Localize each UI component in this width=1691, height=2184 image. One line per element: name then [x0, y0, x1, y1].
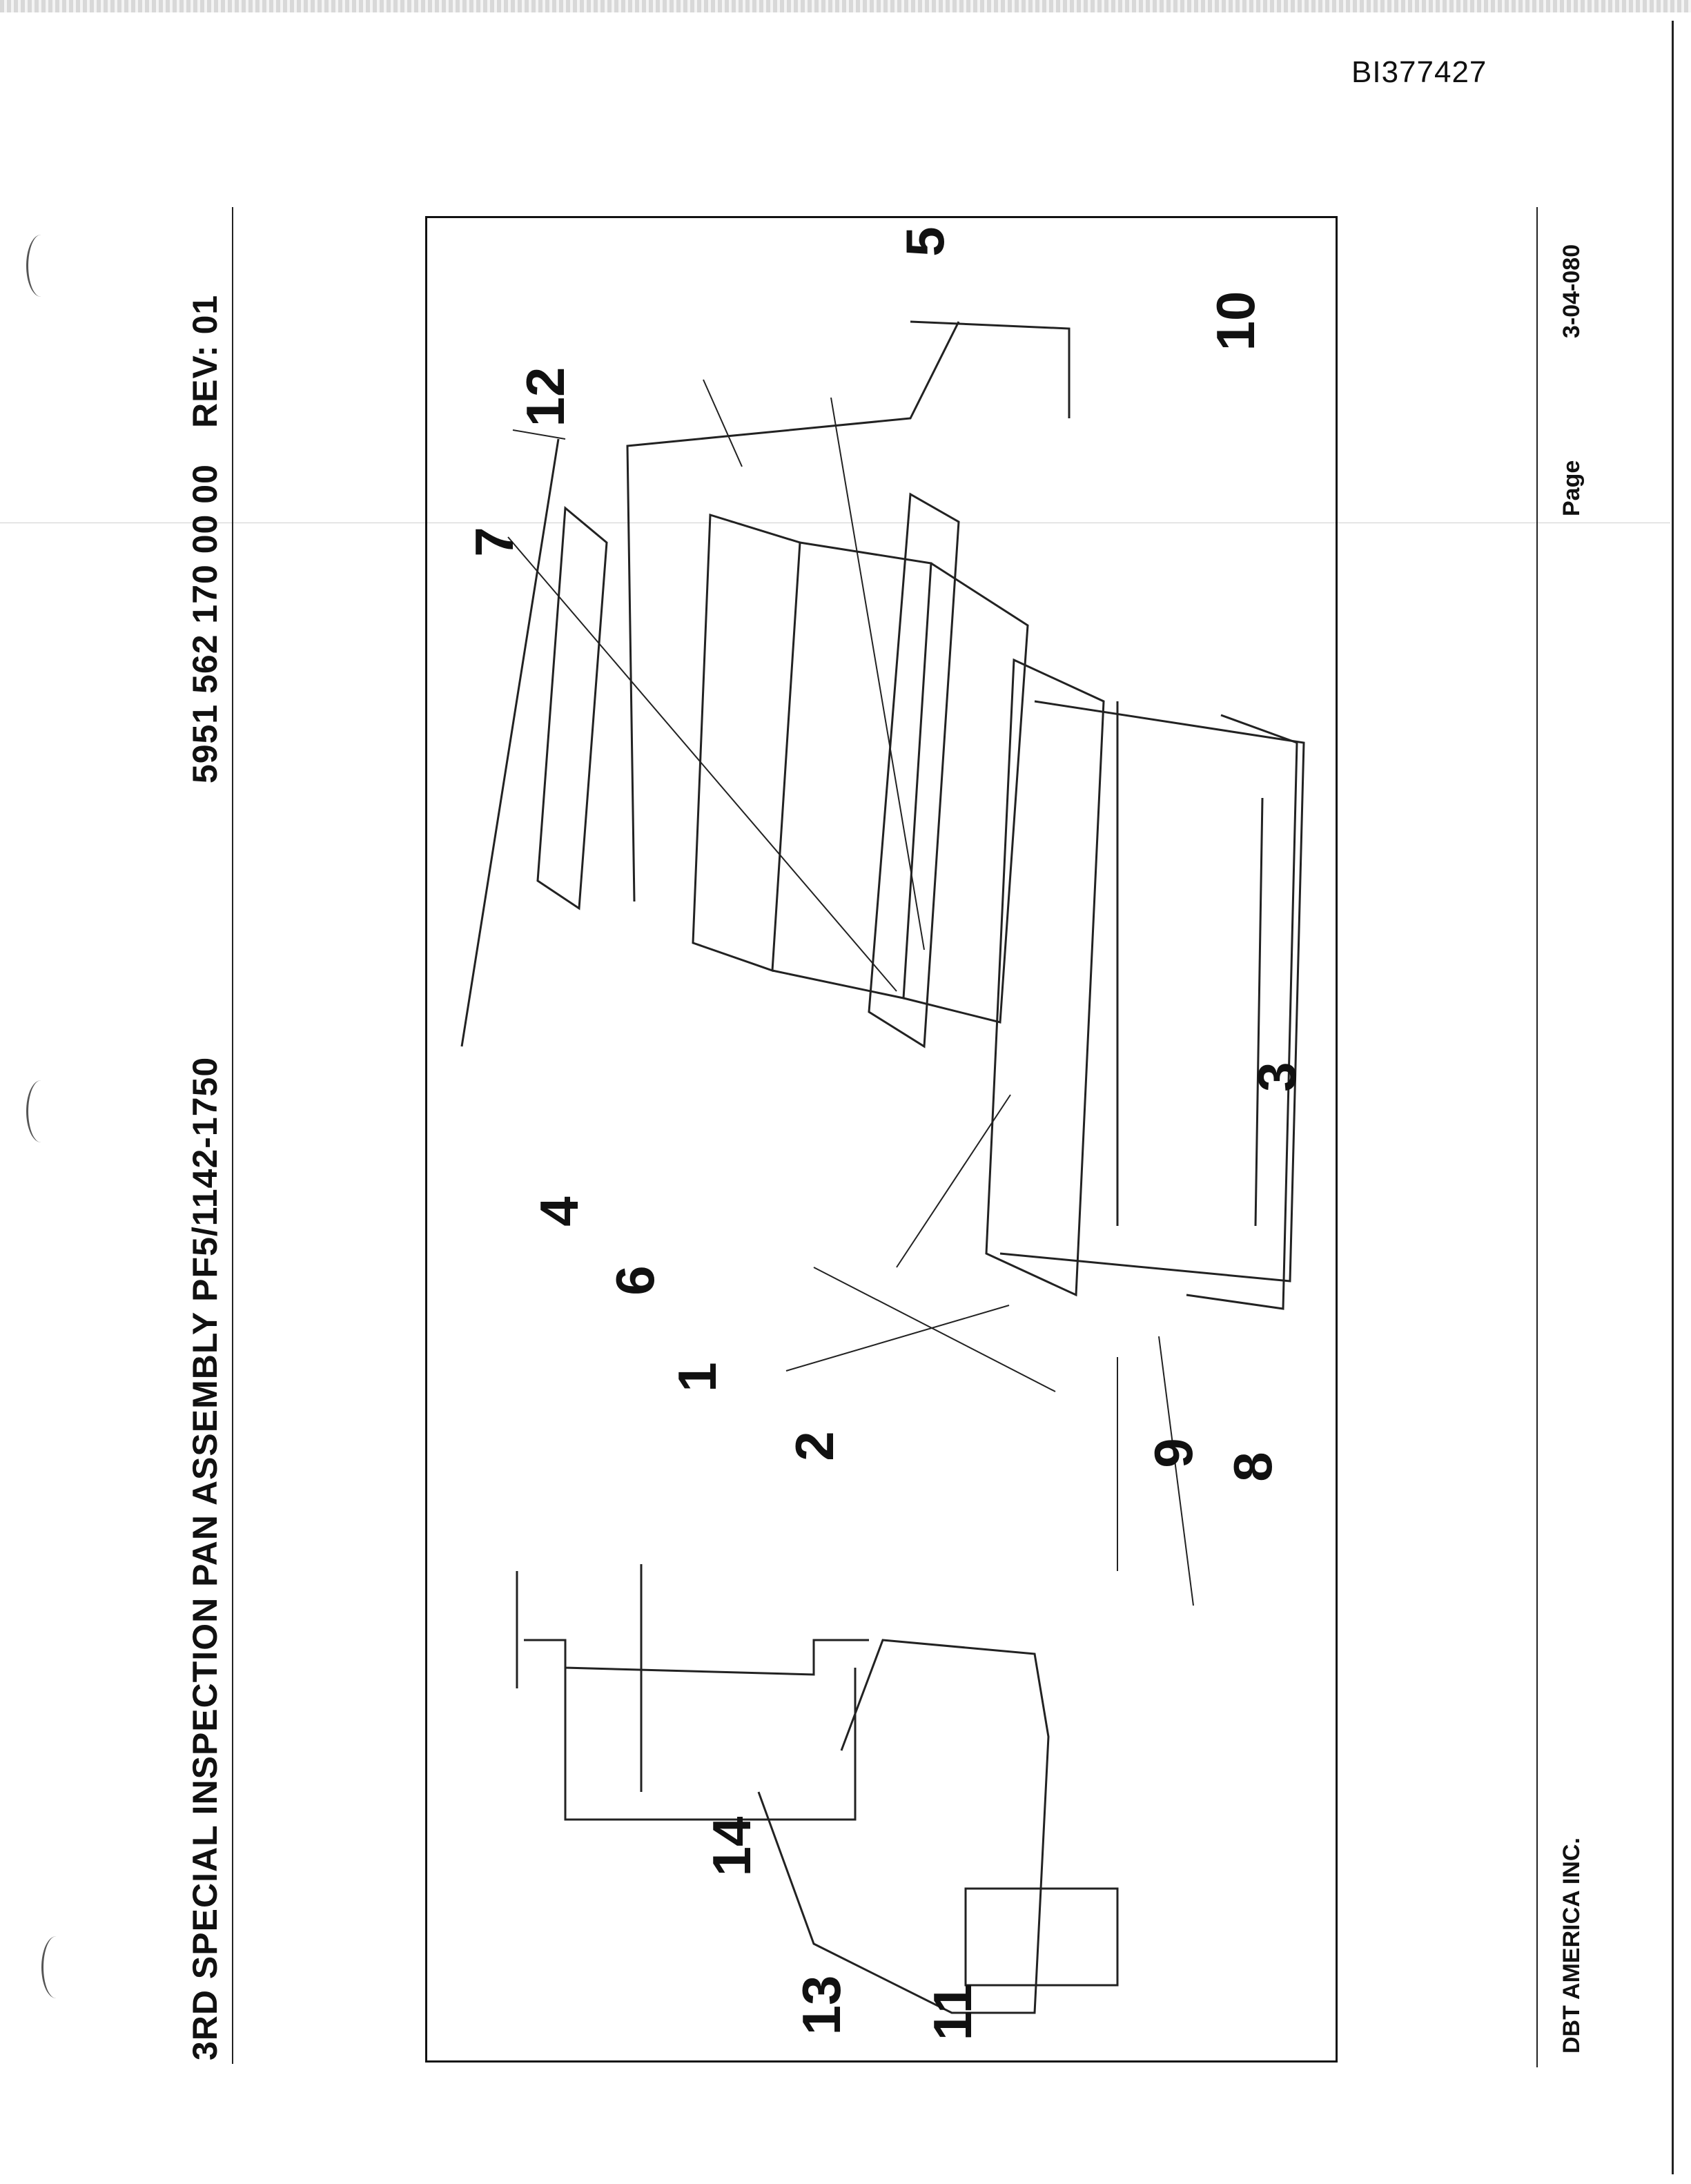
skid: [1186, 714, 1298, 1310]
page-label: Page: [1558, 460, 1585, 516]
callout-9: 9: [1143, 1438, 1204, 1468]
leader-5: [703, 379, 743, 467]
callout-12: 12: [515, 367, 576, 427]
leader-6: [813, 1267, 1056, 1392]
document-title: 3RD SPECIAL INSPECTION PAN ASSEMBLY PF5/…: [186, 1056, 224, 2060]
callout-2: 2: [784, 1431, 845, 1461]
leader-3: [896, 1094, 1011, 1268]
scan-edge: [0, 0, 1691, 12]
binder-hole-mark: [26, 235, 56, 297]
bates-number: BI377427: [1351, 55, 1487, 89]
leader-12: [512, 429, 566, 440]
base-plate: [999, 700, 1305, 1283]
binder-hole-mark: [41, 1936, 71, 1998]
callout-10: 10: [1205, 291, 1266, 351]
side-view-top: [524, 1639, 869, 1676]
company-name: DBT AMERICA INC.: [1558, 1837, 1585, 2054]
rod: [460, 438, 560, 1047]
lower-frame: [985, 658, 1105, 1297]
side-view-base: [964, 1887, 1119, 1987]
pan-side-upper: [772, 541, 932, 1000]
page-edge: [1672, 21, 1674, 2174]
side-view-frame: [564, 1668, 857, 1821]
callout-11: 11: [922, 1983, 983, 2041]
callout-5: 5: [895, 226, 955, 257]
assembly-drawing: [460, 320, 1305, 2014]
binder-hole-mark: [26, 1080, 56, 1142]
callout-1: 1: [667, 1362, 727, 1392]
rear-bar: [626, 321, 960, 902]
inner-rail-2: [1254, 797, 1264, 1227]
leader-7: [507, 536, 897, 992]
header-rule: [232, 207, 233, 2064]
callout-8: 8: [1222, 1452, 1283, 1482]
leader-4: [785, 1305, 1010, 1372]
drawing-frame: [425, 216, 1338, 2063]
leader-10: [830, 397, 925, 950]
callout-13: 13: [791, 1975, 852, 2036]
document-number: 5951 562 170 00 00: [186, 464, 224, 783]
rail: [868, 492, 960, 1049]
revision-label: REV: 01: [186, 294, 224, 428]
side-view-housing: [757, 1639, 1050, 2014]
callout-6: 6: [605, 1265, 665, 1296]
page-number: 3-04-080: [1558, 244, 1585, 338]
leader-2: [1158, 1336, 1194, 1606]
callout-3: 3: [1247, 1062, 1307, 1092]
cover-plate: [692, 513, 801, 973]
callout-4: 4: [529, 1196, 589, 1227]
mesh-step: [536, 505, 608, 910]
end-frame: [910, 320, 1071, 418]
callout-14: 14: [701, 1816, 762, 1877]
callout-7: 7: [464, 527, 525, 557]
footer-rule: [1536, 207, 1538, 2067]
pan-side-mid: [903, 562, 1029, 1024]
